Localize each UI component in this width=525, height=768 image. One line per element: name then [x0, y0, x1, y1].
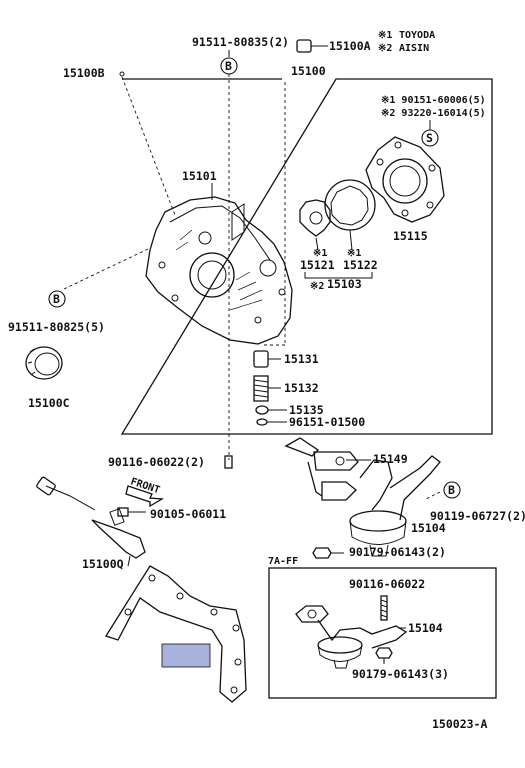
svg-text:※1: ※1 — [347, 248, 361, 259]
svg-text:S: S — [426, 131, 433, 145]
pump-cover-15115 — [365, 136, 445, 223]
label-90151-60006: ※1 90151-60006(5) — [381, 95, 486, 106]
label-91511-80825: 91511-80825(5) — [8, 320, 105, 334]
label-90179-06143-2: 90179-06143(2) — [349, 545, 446, 559]
highlighted-part-box — [161, 643, 211, 668]
relief-valve-15131 — [253, 350, 281, 368]
plug-15100a — [296, 39, 328, 53]
label-15104-lower: 15104 — [408, 621, 443, 635]
svg-text:※1: ※1 — [313, 248, 327, 259]
label-90105-06011: 90105-06011 — [150, 507, 226, 521]
nut-90179-06143-2 — [312, 547, 344, 559]
label-15100b: 15100B — [63, 66, 105, 80]
label-15122: 15122 — [343, 258, 378, 272]
ref-s — [421, 129, 439, 147]
front-arrow-icon — [125, 485, 165, 508]
svg-text:※2: ※2 — [310, 281, 324, 292]
label-15131: 15131 — [284, 352, 319, 366]
label-15100q: 15100Q — [82, 557, 124, 571]
snap-ring-96151-01500 — [256, 418, 287, 426]
label-15100: 15100 — [291, 64, 326, 78]
main-assembly-frame — [120, 78, 493, 435]
figure-id: 150023-A — [432, 717, 487, 731]
oil-pump-body-15101 — [145, 196, 293, 345]
label-90119-06727: 90119-06727(2) — [430, 509, 525, 523]
nut-90179-06143-3 — [375, 647, 393, 664]
label-91511-80835: 91511-80835(2) — [192, 35, 289, 49]
label-90179-06143-3: 90179-06143(3) — [352, 667, 449, 681]
label-15104-upper: 15104 — [411, 521, 446, 535]
relief-spring-15132 — [253, 375, 281, 402]
retainer-15135 — [255, 405, 287, 415]
label-front: FRONT — [129, 476, 161, 496]
stud-90116-06022-lower — [380, 595, 388, 621]
legend-mark-2: ※2 — [378, 43, 392, 54]
oil-pan-gasket — [105, 565, 247, 703]
oil-strainer-15104-lower — [295, 605, 408, 669]
sub-assembly-frame — [268, 567, 497, 699]
label-15115: 15115 — [393, 229, 428, 243]
label-7a-ff: 7A-FF — [268, 556, 298, 567]
label-15132: 15132 — [284, 381, 319, 395]
legend-mark-1: ※1 — [378, 30, 392, 41]
ref-b-left — [48, 290, 66, 308]
svg-text:B: B — [448, 483, 455, 497]
svg-text:B: B — [53, 292, 60, 306]
inner-rotor-15121 — [299, 199, 331, 251]
label-15100c: 15100C — [28, 396, 70, 410]
ref-b-right — [443, 481, 461, 499]
label-93220-16014: ※2 93220-16014(5) — [381, 108, 486, 119]
legend-aisin: AISIN — [399, 43, 429, 54]
label-15135: 15135 — [289, 403, 324, 417]
label-90116-06022-2: 90116-06022(2) — [108, 455, 205, 469]
legend-toyoda: TOYODA — [399, 30, 435, 41]
oil-strainer-15104-upper — [284, 437, 441, 557]
svg-text:B: B — [225, 59, 232, 73]
label-15103: 15103 — [327, 277, 362, 291]
oil-seal-15100c — [25, 346, 63, 380]
label-15121: 15121 — [300, 258, 335, 272]
stud-90116-06022 — [224, 455, 233, 469]
oil-pressure-sensor-15100q — [36, 476, 146, 567]
label-15149: 15149 — [373, 452, 408, 466]
label-15100a: 15100A — [329, 39, 371, 53]
outer-rotor-15122 — [324, 179, 376, 251]
label-90116-06022: 90116-06022 — [349, 577, 425, 591]
label-96151-01500: 96151-01500 — [289, 415, 365, 429]
label-15101: 15101 — [182, 169, 217, 183]
